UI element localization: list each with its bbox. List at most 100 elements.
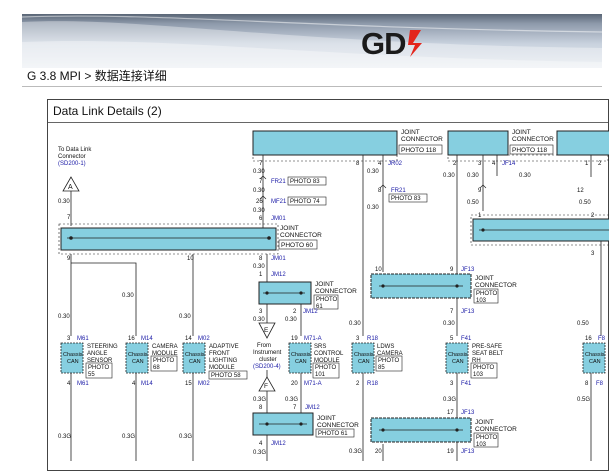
svg-text:0.50: 0.50 bbox=[577, 321, 589, 327]
camera-module-block bbox=[125, 342, 149, 374]
svg-text:12: 12 bbox=[577, 188, 584, 194]
svg-text:9: 9 bbox=[67, 256, 71, 262]
panel-title-divider bbox=[48, 122, 608, 123]
svg-text:1: 1 bbox=[478, 213, 482, 219]
photo-118-label-2: PHOTO 118 bbox=[512, 147, 548, 154]
node-e-triangle bbox=[258, 322, 276, 339]
connector-jr02: JR02 bbox=[388, 161, 403, 167]
svg-text:8: 8 bbox=[585, 381, 589, 387]
svg-text:0.30: 0.30 bbox=[443, 321, 455, 327]
svg-text:8: 8 bbox=[356, 161, 360, 167]
svg-text:0.30: 0.30 bbox=[253, 208, 265, 214]
right-module-block bbox=[582, 342, 606, 374]
banner-swoosh bbox=[21, 15, 603, 68]
svg-text:9: 9 bbox=[478, 188, 482, 194]
connector-fr21: FR21 bbox=[271, 179, 286, 185]
svg-text:0.30: 0.30 bbox=[285, 317, 297, 323]
svg-text:PHOTO 83: PHOTO 83 bbox=[391, 196, 421, 202]
node-a-label: A bbox=[68, 184, 73, 191]
svg-text:19: 19 bbox=[447, 449, 454, 455]
svg-text:4: 4 bbox=[378, 161, 382, 167]
svg-text:0.5G: 0.5G bbox=[577, 397, 590, 403]
connector-f8: F8 bbox=[598, 336, 606, 342]
srs-control-module-block bbox=[288, 342, 312, 374]
connector-jm01: JM01 bbox=[271, 216, 286, 222]
svg-text:0.30: 0.30 bbox=[367, 205, 379, 211]
svg-text:1: 1 bbox=[585, 161, 589, 167]
connector-m61: M61 bbox=[77, 336, 89, 342]
svg-text:M61: M61 bbox=[77, 381, 89, 387]
svg-text:10: 10 bbox=[187, 256, 194, 262]
photo-118-label: PHOTO 118 bbox=[401, 147, 437, 154]
from-cluster-ref: (SD200-4) bbox=[253, 364, 281, 370]
svg-text:0.3G: 0.3G bbox=[253, 397, 266, 403]
svg-text:0.3G: 0.3G bbox=[253, 450, 266, 456]
svg-text:0.3G: 0.3G bbox=[349, 449, 362, 455]
photo-61-label-2: PHOTO 61 bbox=[318, 431, 348, 437]
svg-text:M71-A: M71-A bbox=[304, 381, 322, 387]
svg-text:0.30: 0.30 bbox=[253, 188, 265, 194]
svg-text:3: 3 bbox=[591, 251, 595, 257]
svg-text:0.30: 0.30 bbox=[467, 173, 479, 179]
svg-text:0.30: 0.30 bbox=[179, 314, 191, 320]
svg-text:16: 16 bbox=[585, 336, 592, 342]
svg-text:7: 7 bbox=[293, 405, 297, 411]
svg-text:0.30: 0.30 bbox=[122, 293, 134, 299]
connector-mf21: MF21 bbox=[271, 199, 287, 205]
svg-text:0.30: 0.30 bbox=[253, 264, 265, 270]
svg-text:0.3G: 0.3G bbox=[58, 434, 71, 440]
node-f-label: F bbox=[264, 383, 268, 390]
svg-text:26: 26 bbox=[256, 199, 263, 205]
svg-text:7: 7 bbox=[259, 161, 263, 167]
connector-jf13-b: JF13 bbox=[461, 410, 475, 416]
svg-text:3: 3 bbox=[67, 336, 71, 342]
photo-60-label: PHOTO 60 bbox=[281, 242, 313, 249]
svg-text:1: 1 bbox=[259, 272, 263, 278]
svg-text:4: 4 bbox=[67, 381, 71, 387]
steering-angle-sensor-block bbox=[60, 342, 84, 374]
svg-text:8: 8 bbox=[259, 405, 263, 411]
connector-r18: R18 bbox=[367, 336, 379, 342]
svg-text:6: 6 bbox=[259, 216, 263, 222]
svg-text:2: 2 bbox=[591, 213, 595, 219]
svg-text:2: 2 bbox=[356, 381, 360, 387]
connector-m02: M02 bbox=[198, 336, 210, 342]
logo-s-mark bbox=[407, 30, 422, 57]
svg-text:F41: F41 bbox=[461, 381, 472, 387]
svg-text:JF13: JF13 bbox=[461, 449, 475, 455]
svg-text:0.30: 0.30 bbox=[58, 314, 70, 320]
svg-text:8: 8 bbox=[378, 188, 382, 194]
svg-text:3: 3 bbox=[356, 336, 360, 342]
joint-connector-jm01 bbox=[60, 227, 277, 251]
svg-text:7: 7 bbox=[450, 309, 454, 315]
header-banner bbox=[21, 14, 603, 68]
photo-58-label: PHOTO 58 bbox=[211, 373, 241, 379]
photo-74-label: PHOTO 74 bbox=[290, 199, 320, 205]
panel-title: Data Link Details (2) bbox=[53, 104, 162, 118]
svg-text:10: 10 bbox=[375, 267, 382, 273]
node-e-label: E bbox=[264, 327, 269, 334]
svg-text:20: 20 bbox=[375, 449, 382, 455]
svg-text:0.30: 0.30 bbox=[519, 173, 531, 179]
